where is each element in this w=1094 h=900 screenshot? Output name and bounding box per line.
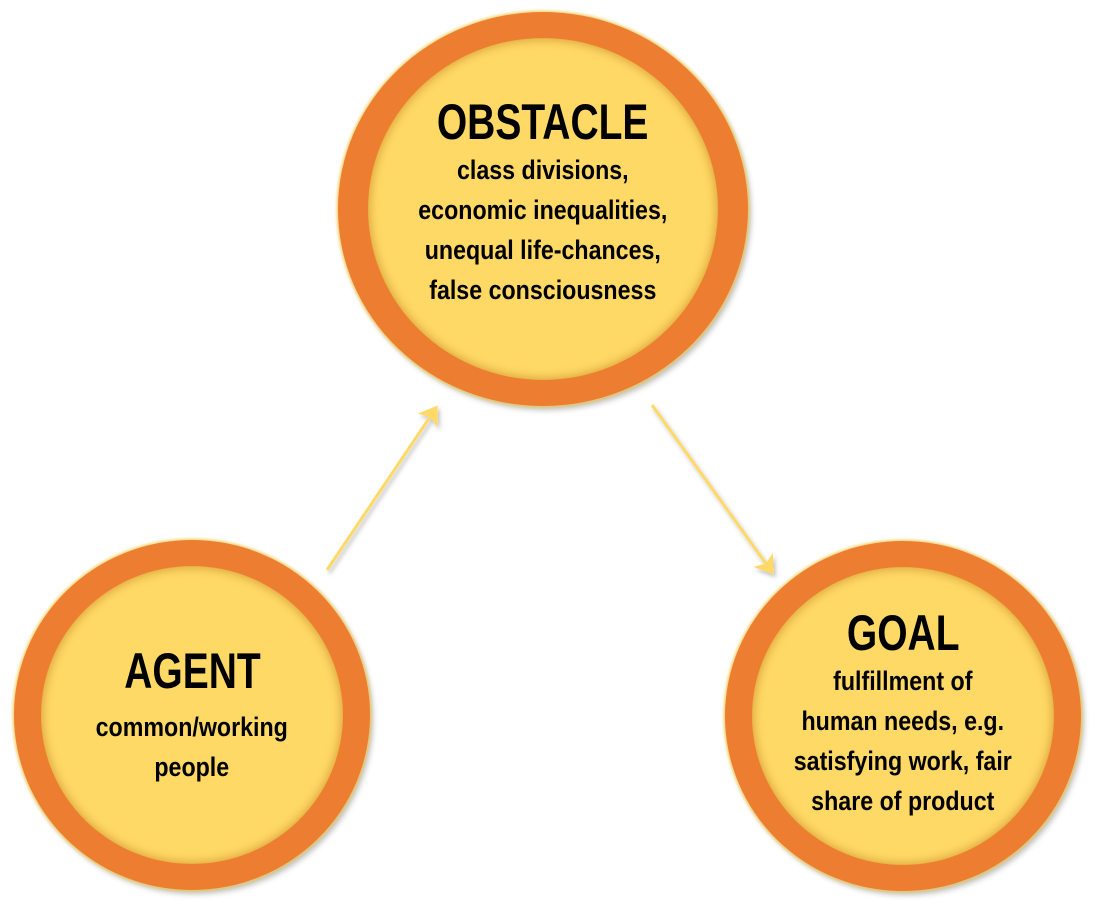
goal-description: fulfillment of human needs, e.g. satisfy… xyxy=(793,665,1013,816)
goal-node: GOAL fulfillment of human needs, e.g. sa… xyxy=(725,541,1081,891)
arrow-obstacle-to-goal xyxy=(650,404,774,575)
arrow-agent-to-obstacle xyxy=(325,405,438,571)
goal-title: GOAL xyxy=(846,604,960,661)
obstacle-node: OBSTACLE class divisions, economic inequ… xyxy=(338,12,748,406)
agent-node: AGENT common/working people xyxy=(14,540,370,890)
obstacle-title: OBSTACLE xyxy=(437,93,649,150)
obstacle-description: class divisions, economic inequalities, … xyxy=(418,154,668,305)
agent-title: AGENT xyxy=(123,642,261,699)
agent-description: common/working people xyxy=(95,711,289,782)
